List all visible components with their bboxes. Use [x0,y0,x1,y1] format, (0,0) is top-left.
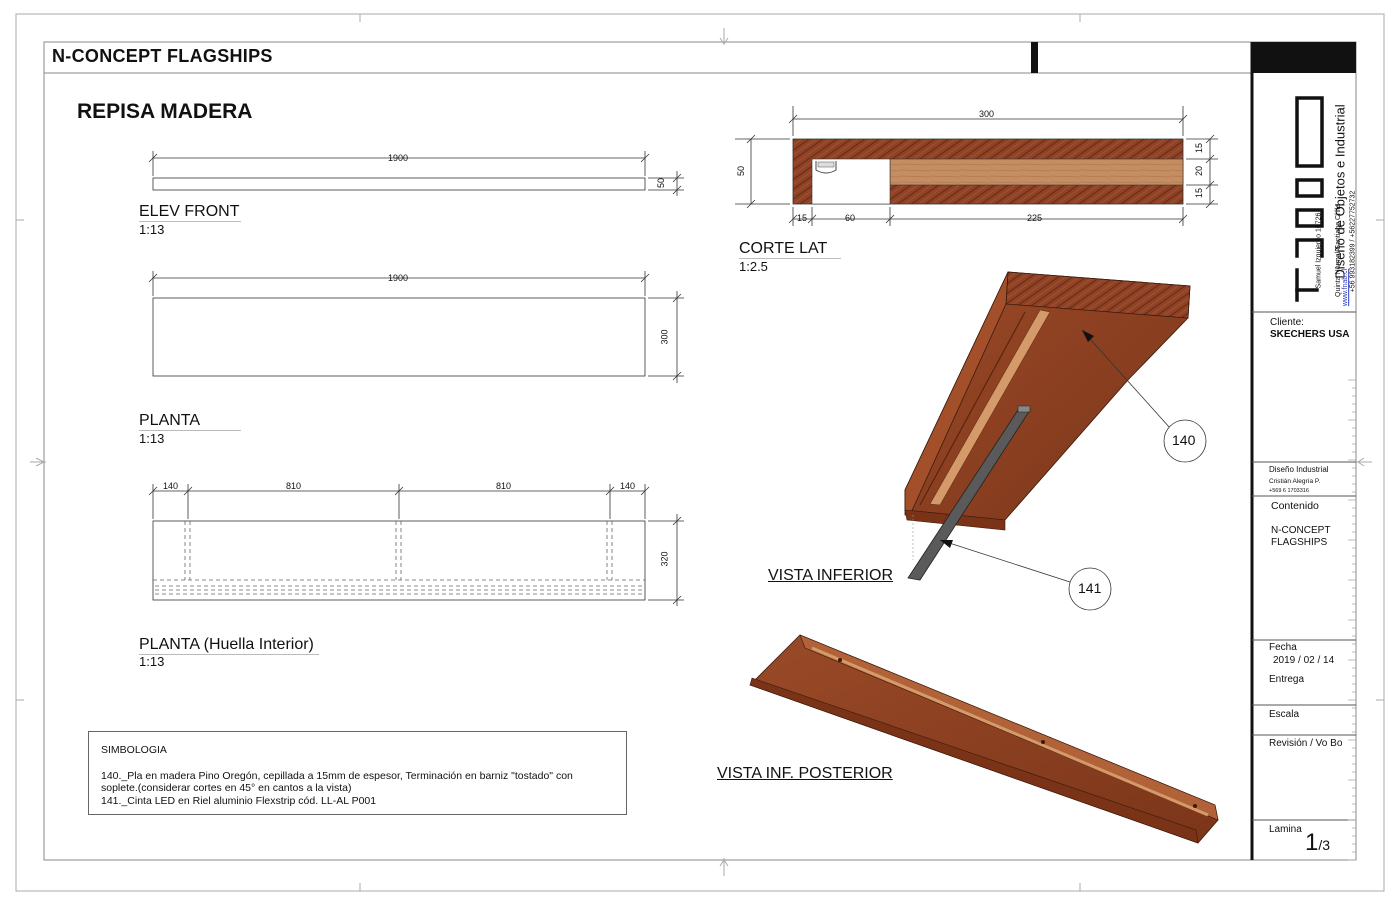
elev-front-dim-height: 50 [656,177,667,189]
sheet-num: 1 [1305,829,1319,856]
huella-underline [139,654,319,655]
sheet-title: REPISA MADERA [77,100,253,123]
huella-dim-depth: 320 [659,551,670,567]
legend-heading: SIMBOLOGIA [101,744,167,756]
date-value: 2019 / 02 / 14 [1273,655,1335,666]
company-address: Samuel Izquierdo 10726 [1315,212,1323,289]
elev-front-scale: 1:13 [139,222,165,237]
corte-lat-drawing [735,106,1218,226]
company-phones: +56 993182399 / +56227752732 [1349,190,1357,293]
company-city: Quinta Normal-Santiago Chile [1335,204,1342,297]
corte-dim-total: 300 [979,109,995,119]
scale-label: Escala [1269,709,1300,720]
elev-front-underline [139,221,241,222]
corte-dim-height: 50 [736,165,747,177]
content-line-2: FLAGSHIPS [1271,537,1328,548]
legend-item-140: 140._Pla en madera Pino Oregón, cepillad… [101,769,573,795]
corte-dim-bottom-0: 15 [797,213,808,223]
delivery-label: Entrega [1269,674,1305,685]
huella-scale: 1:13 [139,654,165,669]
elev-front-view-name: ELEV FRONT [139,203,240,220]
vista-posterior-label: VISTA INF. POSTERIOR [717,765,893,782]
designer-phone: +569 6 1703316 [1269,488,1309,494]
client-name: SKECHERS USA [1270,329,1350,340]
planta-underline [139,430,241,431]
planta-drawing [148,271,684,383]
legend-box: SIMBOLOGIA 140._Pla en madera Pino Oregó… [88,731,627,815]
corte-view-name: CORTE LAT [739,240,828,257]
corte-dim-right-1: 20 [1194,165,1205,177]
callout-141: 141 [1078,580,1102,596]
corte-dim-bottom-1: 60 [845,213,856,223]
corte-underline [739,258,841,259]
corte-dim-right-2: 15 [1194,187,1205,199]
elev-front-drawing [148,151,684,196]
sheet-number: 1/3 [1305,829,1330,857]
client-label: Cliente: [1270,317,1304,328]
huella-dim-2: 810 [496,481,512,491]
fnab-logo [1295,96,1324,302]
sheet-label: Lamina [1269,824,1302,835]
huella-view-name: PLANTA (Huella Interior) [139,636,314,653]
planta-huella-drawing [148,484,684,606]
huella-dim-1: 810 [286,481,302,491]
date-label: Fecha [1269,642,1297,653]
planta-dim-length: 1900 [388,273,409,283]
legend-item-141: 141._Cinta LED en Riel aluminio Flexstri… [101,794,377,807]
vista-posterior-drawing [749,634,1219,844]
callout-140: 140 [1172,432,1196,448]
sheet-total: /3 [1318,837,1331,853]
revision-label: Revisión / Vo Bo [1269,738,1343,749]
content-label: Contenido [1271,500,1319,512]
title-block-ruler [1348,379,1356,861]
planta-scale: 1:13 [139,431,165,446]
designer-name: Cristián Alegría P. [1269,478,1321,485]
vista-inferior-label: VISTA INFERIOR [768,567,894,584]
corte-dim-bottom-2: 225 [1027,213,1043,223]
elev-front-dim-length: 1900 [388,153,409,163]
huella-dim-0: 140 [163,481,179,491]
content-line-1: N-CONCEPT [1271,525,1331,536]
planta-view-name: PLANTA [139,412,201,429]
company-website-link[interactable]: www.fnab.cl [1342,268,1350,307]
title-block-frame [1250,42,1356,860]
corte-scale: 1:2.5 [739,259,768,274]
project-title: N-CONCEPT FLAGSHIPS [52,46,273,66]
planta-dim-depth: 300 [659,329,670,345]
huella-dim-3: 140 [620,481,636,491]
vista-inferior-drawing [904,271,1207,611]
design-label: Diseño Industrial [1269,465,1329,474]
corte-dim-right-0: 15 [1194,142,1205,154]
